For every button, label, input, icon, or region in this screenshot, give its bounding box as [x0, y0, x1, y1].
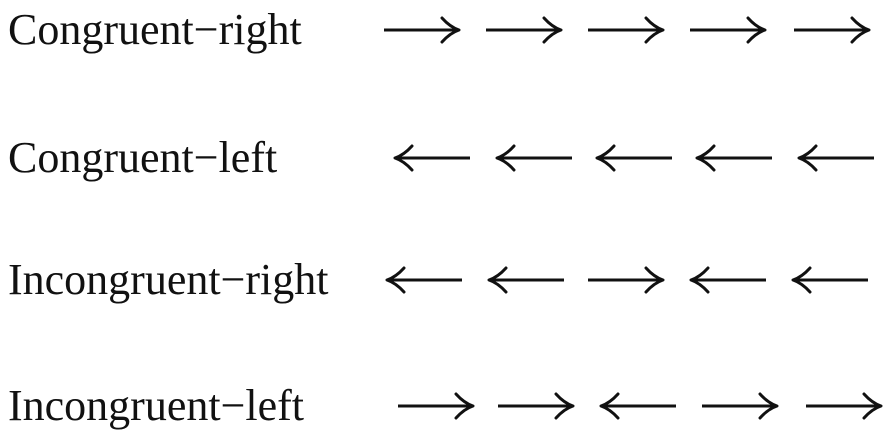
arrow-right-icon: [382, 5, 462, 55]
stimulus-row-3: Incongruent−right: [0, 250, 886, 310]
arrow-left-icon: [486, 255, 566, 305]
arrow-left-icon: [494, 133, 574, 183]
stimulus-row-2: Congruent−left: [0, 128, 886, 188]
arrow-right-icon: [396, 381, 476, 431]
arrow-right-icon: [586, 5, 666, 55]
arrow-left-icon: [688, 255, 768, 305]
arrow-left-icon: [598, 381, 678, 431]
arrow-left-icon: [392, 133, 472, 183]
row-label: Incongruent−left: [8, 381, 305, 430]
arrow-right-icon: [700, 381, 780, 431]
arrow-right-icon: [496, 381, 576, 431]
arrow-right-icon: [804, 381, 884, 431]
arrow-left-icon: [694, 133, 774, 183]
row-label: Congruent−right: [8, 5, 302, 54]
arrow-right-icon: [484, 5, 564, 55]
arrow-left-icon: [790, 255, 870, 305]
row-label: Incongruent−right: [8, 255, 329, 304]
row-label: Congruent−left: [8, 133, 278, 182]
stimulus-row-1: Congruent−right: [0, 0, 886, 60]
arrow-left-icon: [796, 133, 876, 183]
arrow-left-icon: [594, 133, 674, 183]
arrow-right-icon: [688, 5, 768, 55]
stimulus-row-4: Incongruent−left: [0, 376, 886, 436]
arrow-right-icon: [586, 255, 666, 305]
arrow-right-icon: [792, 5, 872, 55]
arrow-left-icon: [384, 255, 464, 305]
